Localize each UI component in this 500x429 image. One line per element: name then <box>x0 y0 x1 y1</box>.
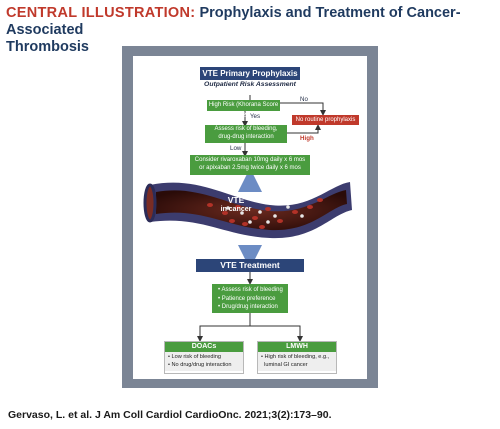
consider-line-2: or apixaban 2.5mg twice daily x 6 mos <box>199 164 301 171</box>
yes-label: Yes <box>250 113 261 120</box>
treatment-title: VTE Treatment <box>196 259 304 272</box>
prophylaxis-title: VTE Primary Prophylaxis <box>200 67 300 80</box>
doacs-criterion: • Low risk of bleeding <box>168 354 221 360</box>
no-label: No <box>300 96 308 103</box>
treatment-factor-item: • Assess risk of bleeding <box>218 287 283 293</box>
citation: Gervaso, L. et al. J Am Coll Cardiol Car… <box>8 409 332 421</box>
high-label: High <box>300 135 314 142</box>
no-routine-prophylaxis-box: No routine prophylaxis <box>292 115 359 125</box>
doacs-title: DOACs <box>165 342 243 352</box>
blood-vessel-illustration <box>143 182 352 239</box>
doacs-criteria: • Low risk of bleeding • No drug/drug in… <box>165 352 243 371</box>
doacs-panel: DOACs • Low risk of bleeding • No drug/d… <box>164 341 244 374</box>
risk-assessment-subtitle: Outpatient Risk Assessment <box>204 81 296 88</box>
vessel-label-line-1: VTE <box>227 195 245 205</box>
lmwh-panel: LMWH • High risk of bleeding, e.g., lumi… <box>257 341 337 374</box>
header-title-line1: Prophylaxis and Treatment of Cancer-Asso… <box>6 5 461 38</box>
consider-anticoagulant-box: Consider rivaroxaban 10mg daily x 6 mos … <box>190 155 310 175</box>
arrow-split-branches <box>199 325 301 338</box>
assess-line-1: Assess risk of bleeding, <box>214 126 278 132</box>
lmwh-criteria: • High risk of bleeding, e.g., luminal G… <box>258 352 336 371</box>
vessel-label-line-2: in cancer <box>220 206 252 213</box>
assess-line-2: drug-drug interaction <box>218 133 274 140</box>
assess-bleeding-box: Assess risk of bleeding, drug-drug inter… <box>205 125 287 143</box>
high-risk-box: High Risk (Khorana Score ≥ 2 ) <box>207 100 280 119</box>
doacs-criterion: • No drug/drug interaction <box>168 361 232 368</box>
header-title-line2: Thrombosis <box>6 39 89 55</box>
vessel-label: VTE in cancer <box>216 196 256 214</box>
figure-header: CENTRAL ILLUSTRATION: Prophylaxis and Tr… <box>6 5 494 56</box>
consider-line-1: Consider rivaroxaban 10mg daily x 6 mos <box>194 157 306 163</box>
lmwh-criterion: luminal GI cancer <box>264 361 308 368</box>
lmwh-criterion: • High risk of bleeding, e.g., <box>261 354 330 360</box>
lmwh-title: LMWH <box>258 342 336 352</box>
treatment-factors-box: • Assess risk of bleeding • Patience pre… <box>212 284 288 313</box>
arrow-high <box>287 124 321 134</box>
treatment-factor-item: • Patience preference <box>218 295 276 302</box>
low-label: Low <box>230 145 242 152</box>
treatment-factor-item: • Drug/drug interaction <box>218 304 278 310</box>
arrow-no <box>280 102 326 116</box>
header-lead: CENTRAL ILLUSTRATION: <box>6 5 196 21</box>
